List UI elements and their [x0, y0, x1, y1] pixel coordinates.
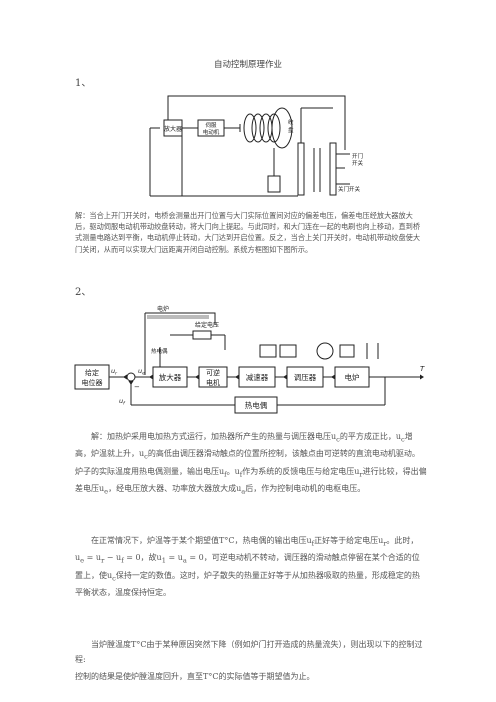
winch-label-1: 绞 — [288, 118, 294, 126]
answer-2-para-3: 当炉膛温度T°C由于某种原因突然下降（例如炉门打开造成的热量流失），则出现以下的… — [75, 640, 423, 664]
servo-motor-label-1: 伺服 — [205, 121, 217, 129]
answer-1-text: 解：当合上开门开关时，电桥会测量出开门位置与大门实际位置间对应的偏差电压，偏差电… — [75, 211, 421, 254]
block-motor-label-2: 电机 — [206, 378, 220, 387]
open-switch-label-1: 开门 — [352, 152, 363, 160]
block-amplifier-label: 放大器 — [159, 372, 182, 382]
door-control-diagram: 放大器 伺服 电动机 绞 盘 开门 开关 关门开关 — [149, 95, 364, 197]
answer-2-para-1: 解：加热炉采用电加热方式运行，加热器所产生的热量与调压器电压uc的平方成正比，u… — [75, 432, 427, 496]
block-regulator-label: 调压器 — [294, 373, 317, 382]
schematic-thermocouple-label: 热电偶 — [151, 347, 168, 355]
open-switch-label-2: 开关 — [352, 159, 364, 167]
block-setpoint-label-2: 电位器 — [82, 378, 103, 387]
schematic-setpoint-label: 给定电压 — [195, 321, 219, 329]
block-thermocouple-label: 热电偶 — [245, 400, 268, 410]
block-motor-label-1: 可逆 — [206, 368, 220, 377]
minus-sign: − — [134, 383, 140, 391]
signal-ue: ue — [138, 367, 145, 377]
page-title: 自动控制原理作业 — [213, 60, 282, 70]
answer-2-para-2: 在正常情况下，炉温等于某个期望值T°C，热电偶的输出电压uf正好等于给定电压ur… — [75, 536, 420, 598]
amplifier-label: 放大器 — [164, 125, 182, 133]
signal-uf: uf — [119, 397, 126, 407]
block-furnace-label: 电炉 — [345, 372, 360, 382]
servo-motor-label-2: 电动机 — [203, 128, 220, 136]
section-number-1: 1、 — [75, 78, 92, 89]
signal-ur: ur — [111, 367, 118, 377]
furnace-control-diagram: 电炉 给定电压 热电偶 给定 电位器 放大器 可逆 电机 减速器 — [74, 305, 425, 414]
schematic-furnace-label: 电炉 — [157, 305, 169, 313]
winch-label-2: 盘 — [288, 126, 294, 134]
close-switch-label: 关门开关 — [338, 185, 361, 193]
answer-2-para-4: 控制的结果是使炉膛温度回升，直至T°C的实际值等于期望值为止。 — [75, 672, 315, 681]
signal-T: T — [420, 365, 425, 373]
block-reducer-label: 减速器 — [246, 372, 269, 382]
block-setpoint-label-1: 给定 — [85, 368, 99, 377]
section-number-2: 2、 — [75, 287, 92, 298]
